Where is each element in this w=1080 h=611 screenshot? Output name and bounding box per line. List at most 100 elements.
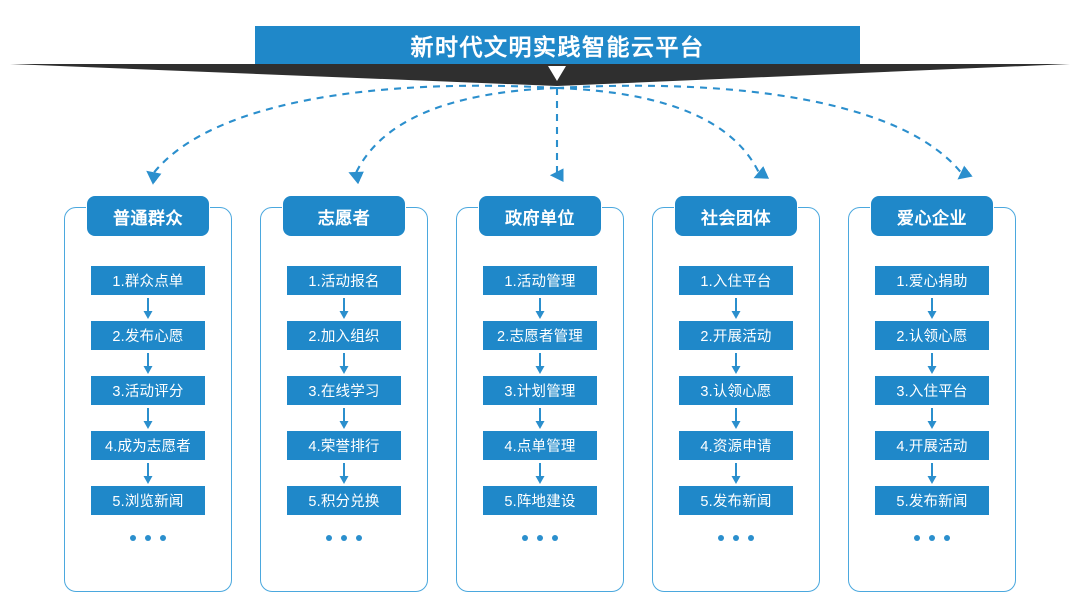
connector-to-column-1 — [146, 84, 558, 185]
step-item[interactable]: 3.认领心愿 — [679, 376, 793, 405]
ellipsis-dot — [160, 535, 166, 541]
step-down-arrow-icon — [143, 463, 153, 484]
step-down-arrow-icon — [143, 408, 153, 429]
step-label: 3.认领心愿 — [700, 384, 772, 400]
role-column-header-1[interactable]: 普通群众 — [87, 196, 209, 236]
more-items-ellipsis — [326, 535, 362, 541]
ellipsis-dot — [145, 535, 151, 541]
step-label: 4.开展活动 — [896, 439, 968, 455]
step-label: 4.荣誉排行 — [308, 439, 380, 455]
step-down-arrow-icon — [731, 463, 741, 484]
step-item[interactable]: 5.发布新闻 — [679, 486, 793, 515]
step-down-arrow-icon — [927, 408, 937, 429]
platform-title-banner: 新时代文明实践智能云平台 — [255, 26, 860, 64]
role-step-list: 1.爱心捐助 2.认领心愿 3.入住平台 4.开展活动 5.发布新闻 — [848, 266, 1016, 541]
step-label: 1.爱心捐助 — [896, 274, 968, 290]
step-label: 2.发布心愿 — [112, 329, 184, 345]
ellipsis-dot — [944, 535, 950, 541]
role-step-list: 1.活动报名 2.加入组织 3.在线学习 4.荣誉排行 5.积分兑换 — [260, 266, 428, 541]
step-item[interactable]: 4.荣誉排行 — [287, 431, 401, 460]
step-label: 4.成为志愿者 — [105, 439, 191, 455]
connector-to-column-5 — [556, 84, 973, 180]
step-down-arrow-icon — [731, 408, 741, 429]
step-item[interactable]: 3.入住平台 — [875, 376, 989, 405]
banner-ribbon-shape — [10, 64, 1070, 86]
step-item[interactable]: 2.开展活动 — [679, 321, 793, 350]
step-label: 5.发布新闻 — [896, 494, 968, 510]
role-columns: 普通群众 1.群众点单 2.发布心愿 3.活动评分 4.成为志愿者 5.浏览新闻 志愿者 1.… — [0, 196, 1080, 596]
ellipsis-dot — [733, 535, 739, 541]
role-column-title: 社会团体 — [701, 208, 771, 228]
step-down-arrow-icon — [535, 298, 545, 319]
role-step-list: 1.活动管理 2.志愿者管理 3.计划管理 4.点单管理 5.阵地建设 — [456, 266, 624, 541]
step-label: 3.在线学习 — [308, 384, 380, 400]
step-item[interactable]: 1.活动报名 — [287, 266, 401, 295]
role-column-2: 志愿者 1.活动报名 2.加入组织 3.在线学习 4.荣誉排行 5.积分兑换 — [260, 196, 428, 592]
step-item[interactable]: 1.活动管理 — [483, 266, 597, 295]
more-items-ellipsis — [914, 535, 950, 541]
step-down-arrow-icon — [927, 353, 937, 374]
connector-to-column-2 — [348, 86, 558, 185]
role-column-header-5[interactable]: 爱心企业 — [871, 196, 993, 236]
role-column-title: 爱心企业 — [897, 208, 967, 228]
ellipsis-dot — [130, 535, 136, 541]
step-label: 2.认领心愿 — [896, 329, 968, 345]
step-down-arrow-icon — [339, 408, 349, 429]
step-down-arrow-icon — [927, 298, 937, 319]
step-item[interactable]: 5.浏览新闻 — [91, 486, 205, 515]
step-item[interactable]: 2.发布心愿 — [91, 321, 205, 350]
role-column-5: 爱心企业 1.爱心捐助 2.认领心愿 3.入住平台 4.开展活动 5.发布新闻 — [848, 196, 1016, 592]
step-label: 1.活动管理 — [504, 274, 576, 290]
step-item[interactable]: 1.群众点单 — [91, 266, 205, 295]
role-step-list: 1.群众点单 2.发布心愿 3.活动评分 4.成为志愿者 5.浏览新闻 — [64, 266, 232, 541]
step-item[interactable]: 4.成为志愿者 — [91, 431, 205, 460]
step-item[interactable]: 5.阵地建设 — [483, 486, 597, 515]
step-label: 2.志愿者管理 — [497, 329, 583, 345]
step-label: 3.入住平台 — [896, 384, 968, 400]
ellipsis-dot — [718, 535, 724, 541]
ellipsis-dot — [929, 535, 935, 541]
step-down-arrow-icon — [143, 353, 153, 374]
role-column-title: 普通群众 — [113, 208, 183, 228]
step-item[interactable]: 1.爱心捐助 — [875, 266, 989, 295]
more-items-ellipsis — [522, 535, 558, 541]
step-label: 3.活动评分 — [112, 384, 184, 400]
step-item[interactable]: 4.开展活动 — [875, 431, 989, 460]
step-item[interactable]: 2.志愿者管理 — [483, 321, 597, 350]
step-item[interactable]: 5.发布新闻 — [875, 486, 989, 515]
step-item[interactable]: 5.积分兑换 — [287, 486, 401, 515]
ellipsis-dot — [356, 535, 362, 541]
banner-bar: 新时代文明实践智能云平台 — [255, 26, 860, 64]
ellipsis-dot — [552, 535, 558, 541]
ellipsis-dot — [914, 535, 920, 541]
step-label: 1.入住平台 — [700, 274, 772, 290]
role-column-header-3[interactable]: 政府单位 — [479, 196, 601, 236]
step-item[interactable]: 1.入住平台 — [679, 266, 793, 295]
step-item[interactable]: 4.点单管理 — [483, 431, 597, 460]
step-down-arrow-icon — [535, 408, 545, 429]
ellipsis-dot — [326, 535, 332, 541]
step-label: 3.计划管理 — [504, 384, 576, 400]
step-item[interactable]: 2.认领心愿 — [875, 321, 989, 350]
step-item[interactable]: 3.在线学习 — [287, 376, 401, 405]
role-step-list: 1.入住平台 2.开展活动 3.认领心愿 4.资源申请 5.发布新闻 — [652, 266, 820, 541]
step-item[interactable]: 4.资源申请 — [679, 431, 793, 460]
role-column-1: 普通群众 1.群众点单 2.发布心愿 3.活动评分 4.成为志愿者 5.浏览新闻 — [64, 196, 232, 592]
step-label: 5.阵地建设 — [504, 494, 576, 510]
step-down-arrow-icon — [339, 353, 349, 374]
ellipsis-dot — [341, 535, 347, 541]
role-column-header-2[interactable]: 志愿者 — [283, 196, 405, 236]
step-item[interactable]: 3.计划管理 — [483, 376, 597, 405]
step-down-arrow-icon — [731, 353, 741, 374]
step-down-arrow-icon — [143, 298, 153, 319]
banner-down-arrow-icon — [548, 66, 566, 81]
role-column-header-4[interactable]: 社会团体 — [675, 196, 797, 236]
page-title: 新时代文明实践智能云平台 — [410, 34, 705, 60]
step-item[interactable]: 2.加入组织 — [287, 321, 401, 350]
step-label: 2.开展活动 — [700, 329, 772, 345]
step-label: 5.浏览新闻 — [112, 494, 184, 510]
step-item[interactable]: 3.活动评分 — [91, 376, 205, 405]
more-items-ellipsis — [718, 535, 754, 541]
step-down-arrow-icon — [731, 298, 741, 319]
role-column-title: 政府单位 — [505, 208, 575, 228]
